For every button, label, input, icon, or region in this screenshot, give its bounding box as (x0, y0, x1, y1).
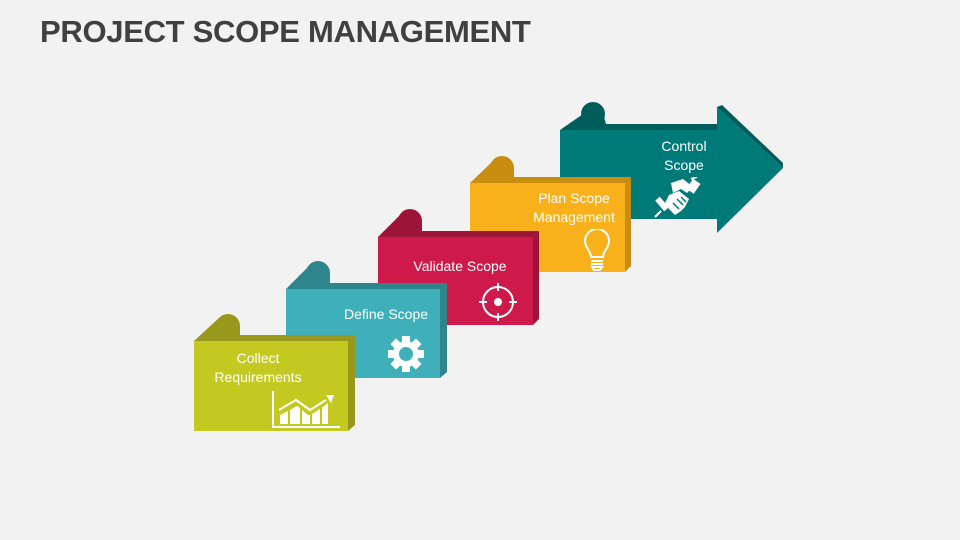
step-label-plan-scope: Plan Scope Management (524, 189, 624, 227)
label-line: Scope (664, 157, 704, 173)
label-line: Define Scope (343, 306, 429, 322)
label-line: Collect (236, 350, 280, 366)
label-line: Validate Scope (413, 258, 507, 274)
target-icon (479, 283, 517, 321)
label-line: Plan Scope (538, 190, 610, 206)
label-line: Control (661, 138, 707, 154)
lightbulb-icon (583, 229, 611, 271)
step-label-collect-requirements: Collect Requirements (206, 349, 310, 387)
label-line: Requirements (214, 369, 302, 385)
step-define-scope-shape (286, 261, 447, 378)
step-label-define-scope: Define Scope (336, 305, 436, 324)
step-label-validate-scope: Validate Scope (405, 257, 515, 276)
page-title: PROJECT SCOPE MANAGEMENT (40, 14, 531, 49)
label-line: Management (533, 209, 615, 225)
step-label-control-scope: Control Scope (648, 137, 720, 175)
growth-chart-icon (272, 391, 340, 428)
gear-icon (388, 336, 424, 372)
handshake-icon (654, 177, 701, 218)
